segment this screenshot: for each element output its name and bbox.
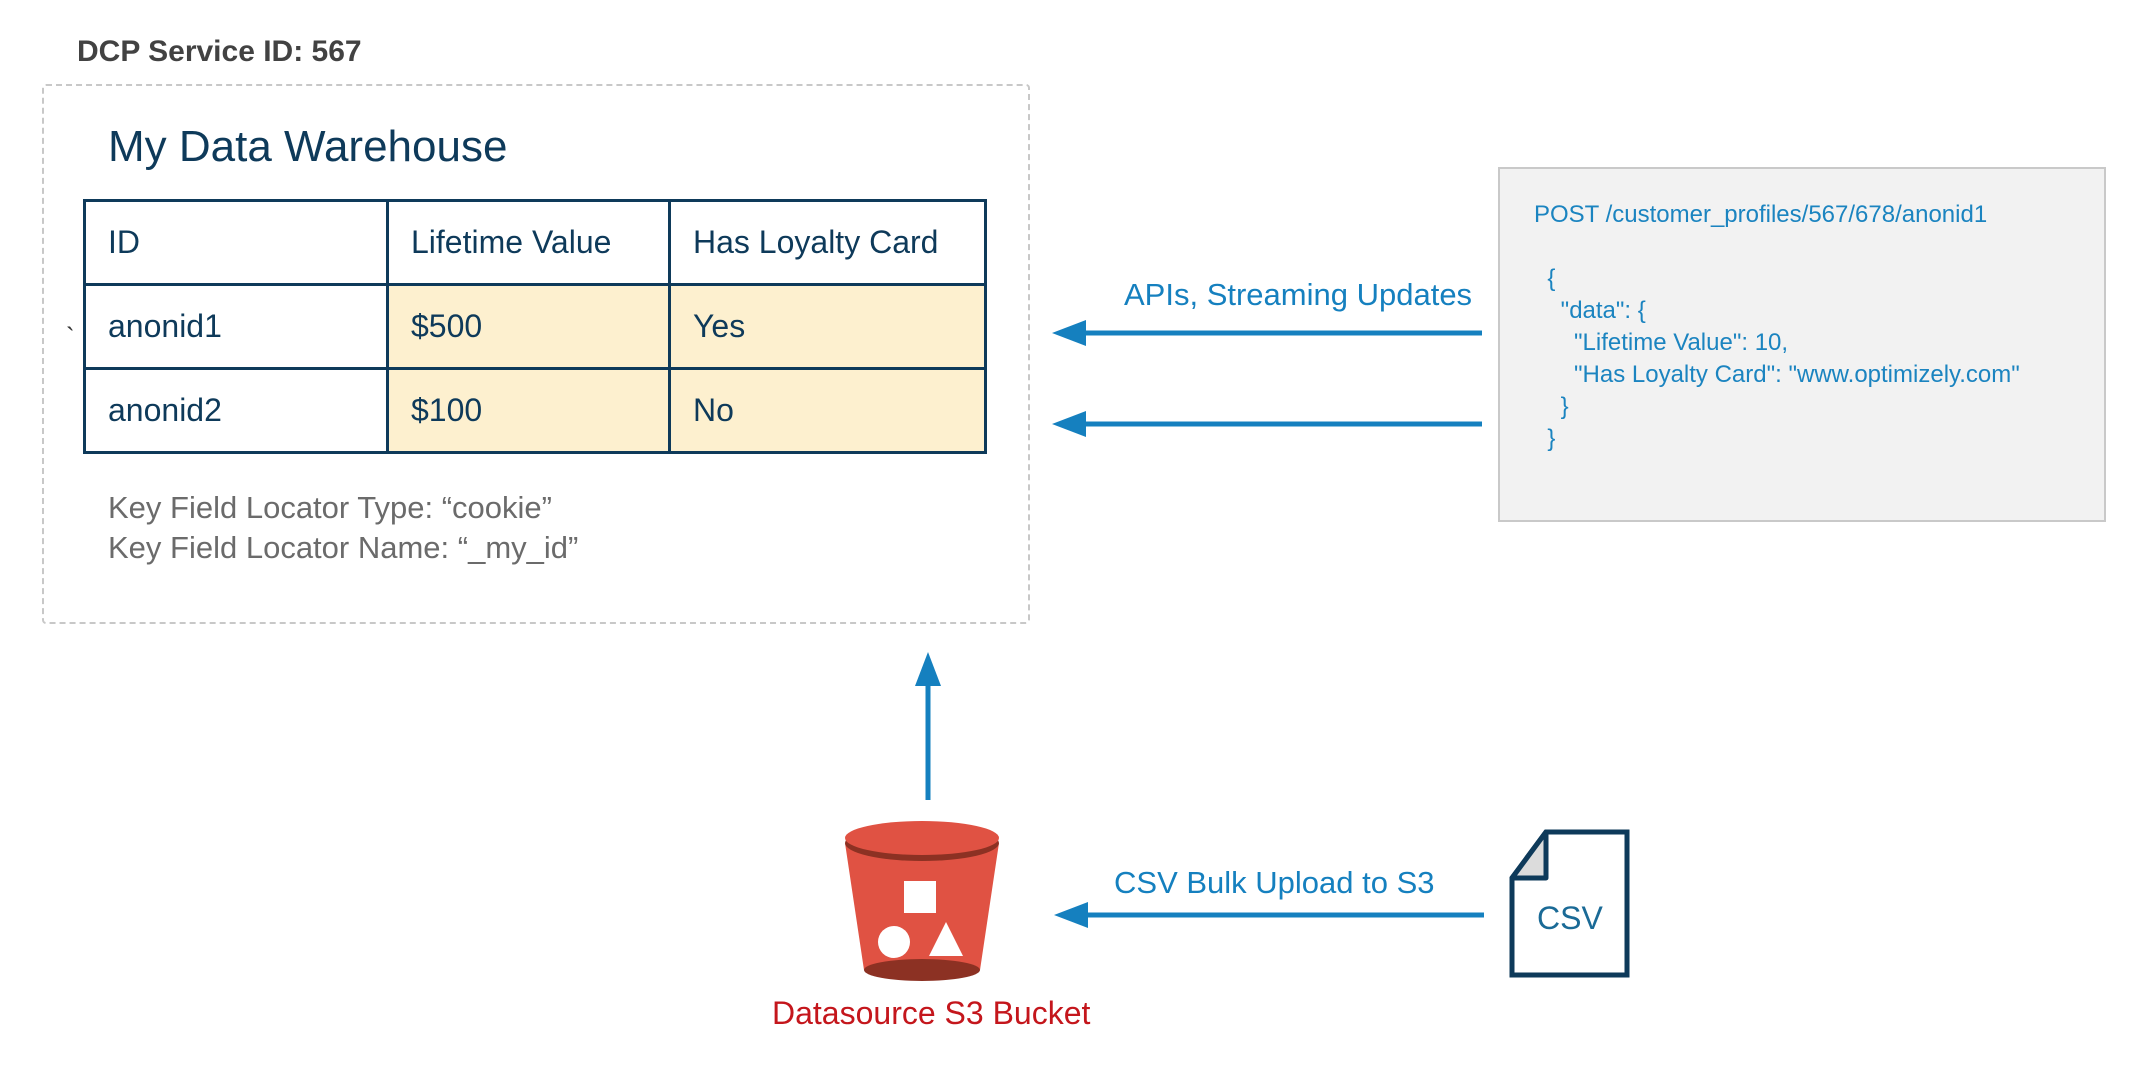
header-lifetime-value: Lifetime Value — [386, 199, 671, 286]
api-arrow-top-head — [1052, 320, 1086, 346]
s3-bucket-icon — [845, 821, 999, 981]
csv-arrow-head — [1054, 902, 1088, 928]
cell-id: anonid2 — [83, 367, 389, 454]
row-marker: ` — [66, 322, 75, 352]
cell-loyalty-card: Yes — [668, 283, 987, 370]
table-row: anonid2 $100 No — [83, 367, 987, 454]
warehouse-table: ID Lifetime Value Has Loyalty Card anoni… — [83, 199, 987, 454]
table-header-row: ID Lifetime Value Has Loyalty Card — [83, 199, 987, 286]
cell-lifetime-value: $500 — [386, 283, 671, 370]
table-row: anonid1 $500 Yes — [83, 283, 987, 370]
api-streaming-label: APIs, Streaming Updates — [1124, 277, 1473, 312]
bucket-to-warehouse-arrow-head — [915, 652, 941, 686]
locator-name: Key Field Locator Name: “_my_id” — [108, 530, 579, 565]
connector-arrows — [915, 320, 1484, 928]
cell-loyalty-card: No — [668, 367, 987, 454]
cell-id: anonid1 — [83, 283, 389, 370]
csv-file-label: CSV — [1537, 900, 1603, 936]
cell-lifetime-value: $100 — [386, 367, 671, 454]
csv-upload-label: CSV Bulk Upload to S3 — [1114, 865, 1435, 900]
locator-type: Key Field Locator Type: “cookie” — [108, 490, 552, 525]
s3-bucket-label: Datasource S3 Bucket — [772, 995, 1091, 1031]
api-request-code: POST /customer_profiles/567/678/anonid1 … — [1534, 201, 2020, 452]
api-arrow-bottom-head — [1052, 411, 1086, 437]
header-loyalty-card: Has Loyalty Card — [668, 199, 987, 286]
api-request-panel: POST /customer_profiles/567/678/anonid1 … — [1498, 167, 2106, 522]
csv-file-icon — [1509, 829, 1630, 978]
service-title: DCP Service ID: 567 — [77, 35, 362, 68]
warehouse-container — [42, 84, 1030, 624]
header-id: ID — [83, 199, 389, 286]
warehouse-title: My Data Warehouse — [108, 122, 508, 171]
